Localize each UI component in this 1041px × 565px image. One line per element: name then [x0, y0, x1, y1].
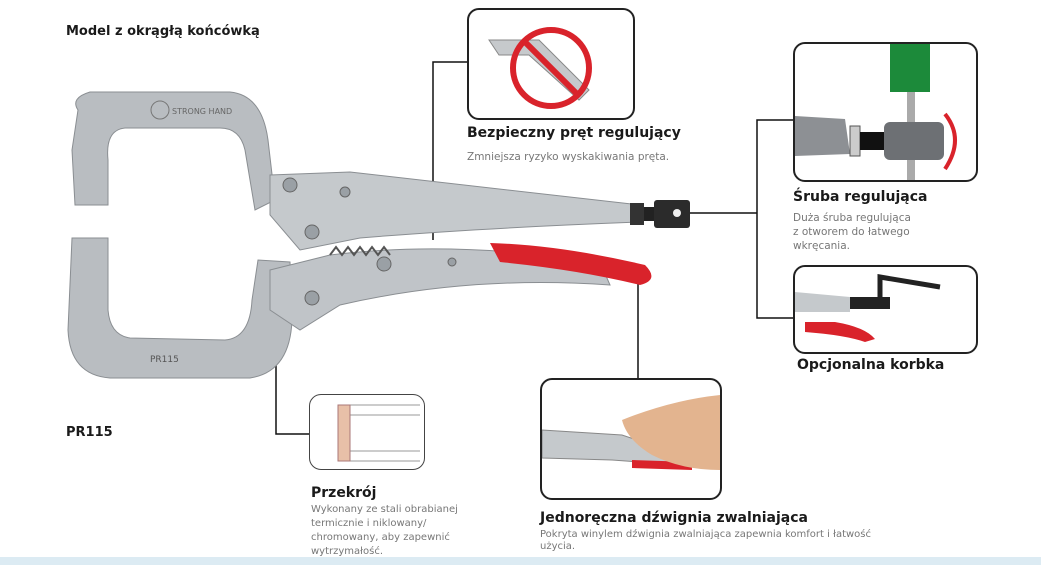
lever-title: Jednoręczna dźwignia zwalniająca	[540, 510, 808, 526]
lever-desc: Pokryta winylem dźwignia zwalniająca zap…	[540, 529, 871, 553]
prohibited-icon	[488, 27, 592, 109]
screw-title: Śruba regulująca	[793, 189, 928, 205]
section-desc-line: Wykonany ze stali obrabianej	[311, 504, 458, 515]
logo-text: STRONG HAND	[172, 107, 232, 116]
section-title: Przekrój	[311, 485, 377, 501]
crank-image-box	[793, 265, 978, 354]
bottom-strip	[0, 557, 1041, 565]
section-desc: Wykonany ze stali obrabianej termicznie …	[311, 503, 458, 559]
lever-desc-line: Pokryta winylem dźwignia zwalniająca zap…	[540, 529, 871, 540]
rod-desc: Zmniejsza ryzyko wyskakiwania pręta.	[467, 151, 670, 163]
screw-image-box	[793, 42, 978, 182]
adjusting-screw-icon	[795, 44, 957, 180]
hand-release-lever-icon	[542, 395, 720, 470]
crank-title: Opcjonalna korbka	[797, 357, 945, 373]
page-title: Model z okrągłą końcówką	[66, 24, 260, 39]
rod-image-box	[467, 8, 635, 120]
engraving-text: PR115	[150, 355, 179, 365]
screw-desc: Duża śruba regulująca z otworem do łatwe…	[793, 211, 911, 253]
crank-icon	[795, 274, 941, 342]
lever-image-box	[540, 378, 722, 500]
screw-desc-line: wkręcania.	[793, 240, 850, 252]
model-label: PR115	[66, 425, 113, 440]
lever-desc-line: użycia.	[540, 541, 576, 552]
section-image-box	[309, 394, 425, 470]
cross-section-icon	[337, 404, 420, 462]
section-desc-line: termicznie i niklowany/	[311, 518, 427, 529]
screw-desc-line: z otworem do łatwego	[793, 226, 910, 238]
screw-desc-line: Duża śruba regulująca	[793, 212, 911, 224]
rod-title: Bezpieczny pręt regulujący	[467, 125, 681, 141]
section-desc-line: wytrzymałość.	[311, 546, 384, 557]
section-desc-line: chromowany, aby zapewnić	[311, 532, 450, 543]
